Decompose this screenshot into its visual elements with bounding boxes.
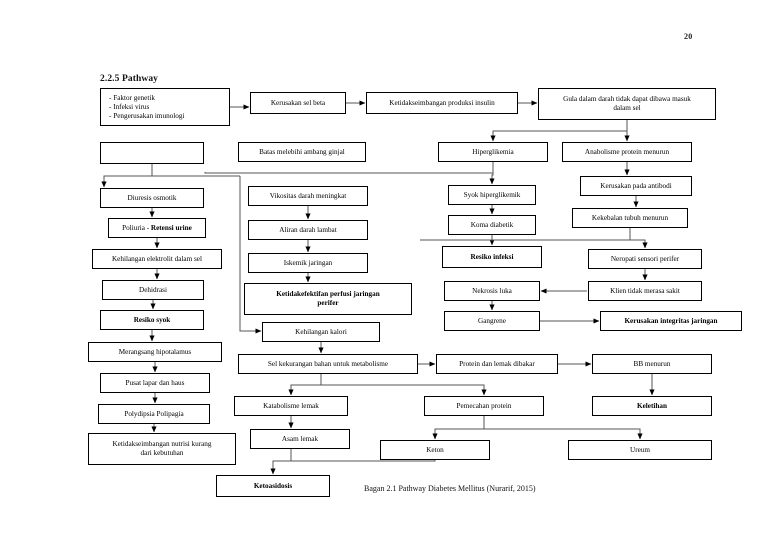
node-label: Ketoasidosis — [253, 481, 293, 490]
node-nekrosis-luka: Nekrosis luka — [444, 281, 540, 301]
node-gula-dalam-darah: Gula dalam darah tidak dapat dibawa masu… — [538, 88, 716, 120]
page-title: 2.2.5 Pathway — [100, 74, 159, 84]
node-label: Merangsang hipotalamus — [118, 347, 192, 356]
node-label: Anabolisme protein menurun — [584, 147, 670, 156]
node-ketoasidosis: Ketoasidosis — [216, 475, 330, 497]
node-label: Keletihan — [637, 401, 667, 410]
node-label: Kehilangan kalori — [295, 327, 347, 336]
node-label: BB menurun — [633, 359, 671, 368]
node-hiperglikemia: Hiperglikemia — [438, 142, 548, 162]
node-poliuria-retensi-urine: Poliuria - Retensi urine — [108, 218, 206, 238]
node-iskemik-jaringan: Iskemik jaringan — [248, 253, 368, 273]
node-label: Poliuria - Retensi urine — [122, 223, 192, 232]
node-merangsang-hipotalamus: Merangsang hipotalamus — [88, 342, 222, 362]
node-polydipsia-polipagia: Polydipsia Polipagia — [98, 404, 210, 424]
node-label: Gangrene — [478, 316, 506, 325]
node-kerusakan-sel-beta: Kerusakan sel beta — [250, 92, 346, 114]
node-label: - Faktor genetik - Infeksi virus - Penge… — [109, 93, 185, 120]
node-klien-tidak-merasa-sakit: Klien tidak merasa sakit — [588, 281, 702, 301]
node-label: Neropati sensori perifer — [610, 254, 680, 263]
node-pemecahan-protein: Pemecahan protein — [424, 396, 544, 416]
node-label: Iskemik jaringan — [283, 258, 333, 267]
node-ketidakefektifan-perfusi-jaringan-perifer: Ketidakefektifan perfusi jaringan perife… — [244, 283, 412, 315]
node-label: Keton — [426, 445, 444, 454]
node-resiko-syok: Resiko syok — [100, 310, 204, 330]
node-asam-lemak: Asam lemak — [250, 429, 350, 449]
node-vikositas-darah-meningkat: Vikositas darah meningkat — [248, 186, 368, 206]
node-ketidakseimbangan-produksi-insulin: Ketidakseimbangan produksi insulin — [366, 92, 518, 114]
node-resiko-infeksi: Resiko infeksi — [442, 246, 542, 268]
node-aliran-darah-lambat: Aliran darah lambat — [248, 220, 368, 240]
node-label: Gula dalam darah tidak dapat dibawa masu… — [563, 95, 691, 112]
node-label: Dehidrasi — [139, 285, 167, 294]
node-protein-dan-lemak-dibakar: Protein dan lemak dibakar — [436, 354, 558, 374]
node-diuresis-osmotik: Diuresis osmotik — [100, 188, 204, 208]
node-label: Hiperglikemia — [472, 147, 514, 156]
node-katabolisme-lemak: Katabolisme lemak — [234, 396, 348, 416]
node-dehidrasi: Dehidrasi — [102, 280, 204, 300]
node-label: Kerusakan pada antibodi — [600, 181, 672, 190]
node-label: Pemecahan protein — [456, 401, 512, 410]
node-sel-kekurangan-bahan: Sel kekurangan bahan untuk metabolisme — [238, 354, 418, 374]
node-label: Batas melebihi ambang ginjal — [259, 147, 345, 156]
node-syok-hiperglikemik: Syok hiperglikemik — [448, 185, 536, 205]
node-kehilangan-kalori: Kehilangan kalori — [262, 322, 380, 342]
node-koma-diabetik: Koma diabetik — [448, 215, 536, 235]
node-kehilangan-elektrolit-dalam-sel: Kehilangan elektrolit dalam sel — [92, 249, 222, 269]
node-label: Nekrosis luka — [472, 286, 512, 295]
node-bb-menurun: BB menurun — [592, 354, 712, 374]
node-keton: Keton — [380, 440, 490, 460]
node-neropati-sensori-perifer: Neropati sensori perifer — [588, 249, 702, 269]
node-label: Aliran darah lambat — [279, 225, 337, 234]
node-label: Vikositas darah meningkat — [269, 191, 347, 200]
node-batas-melebihi-ambang-ginjal: Batas melebihi ambang ginjal — [238, 142, 366, 162]
node-label: Ureum — [630, 445, 650, 454]
node-label: Asam lemak — [281, 434, 319, 443]
node-label: Polydipsia Polipagia — [124, 409, 184, 418]
node-label: Syok hiperglikemik — [463, 190, 521, 199]
page-number: 20 — [684, 32, 693, 41]
node-anabolisme-protein-menurun: Anabolisme protein menurun — [562, 142, 692, 162]
figure-caption: Bagan 2.1 Pathway Diabetes Mellitus (Nur… — [364, 484, 536, 493]
node-kerusakan-pada-antibodi: Kerusakan pada antibodi — [580, 176, 692, 196]
node-label: Ketidakseimbangan nutrisi kurang dari ke… — [112, 440, 212, 457]
node-ketidakseimbangan-nutrisi: Ketidakseimbangan nutrisi kurang dari ke… — [88, 433, 236, 465]
node-label: Ketidakseimbangan produksi insulin — [389, 98, 495, 107]
node-etiologi: - Faktor genetik - Infeksi virus - Penge… — [100, 88, 230, 126]
node-keletihan: Keletihan — [592, 396, 712, 416]
node-label: Protein dan lemak dibakar — [459, 359, 535, 368]
node-label: Kekebalan tubuh menurun — [591, 213, 669, 222]
node-label: Klien tidak merasa sakit — [610, 286, 680, 295]
node-kerusakan-integritas-jaringan: Kerusakan integritas jaringan — [600, 311, 742, 331]
node-gangrene: Gangrene — [444, 311, 540, 331]
node-label: Kerusakan integritas jaringan — [624, 316, 718, 325]
node-label: Koma diabetik — [470, 220, 514, 229]
node-ureum: Ureum — [568, 440, 712, 460]
node-label: Diuresis osmotik — [127, 193, 177, 202]
node-label: Resiko syok — [133, 315, 171, 324]
node-kekebalan-tubuh-menurun: Kekebalan tubuh menurun — [572, 208, 688, 228]
node-label: Resiko infeksi — [470, 252, 514, 261]
node-label: Katabolisme lemak — [263, 401, 319, 410]
node-label: Kehilangan elektrolit dalam sel — [111, 254, 202, 263]
node-label: Ketidakefektifan perfusi jaringan perife… — [276, 290, 380, 307]
node-label: Pusat lapar dan haus — [125, 378, 185, 387]
node-label: Sel kekurangan bahan untuk metabolisme — [267, 359, 389, 368]
node-label: Kerusakan sel beta — [270, 98, 326, 107]
node-empty-box — [100, 142, 204, 164]
node-pusat-lapar-dan-haus: Pusat lapar dan haus — [100, 373, 210, 393]
